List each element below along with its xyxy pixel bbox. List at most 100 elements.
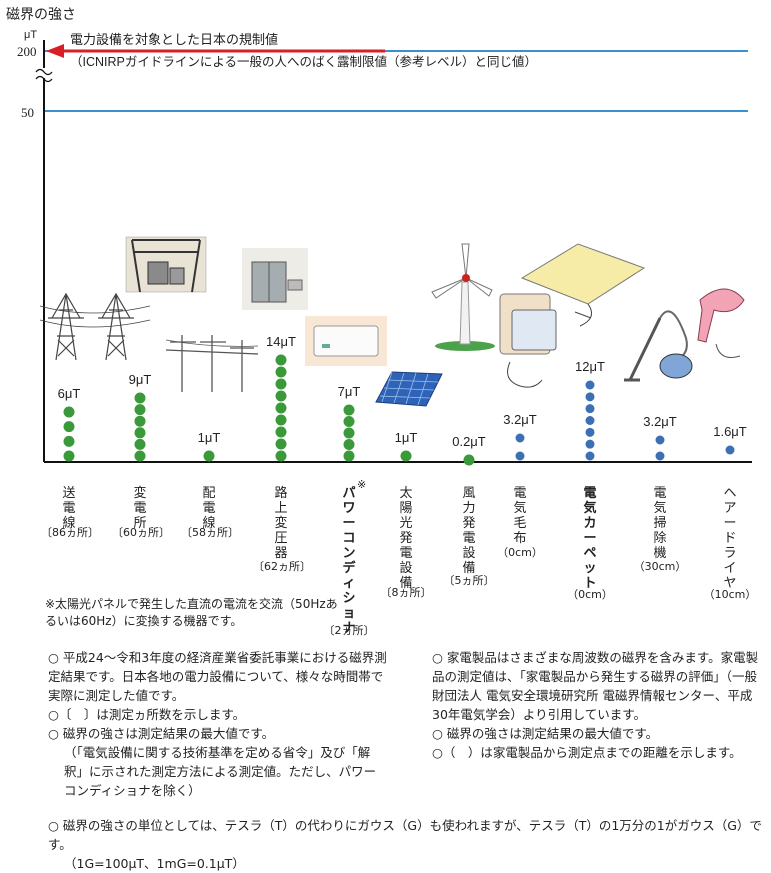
note-left-1: ○ 平成24～令和3年度の経済産業省委託事業における磁界測定結果です。日本各地の… <box>48 650 387 703</box>
data-point <box>134 427 146 439</box>
data-label: 7μT <box>338 384 361 399</box>
substation-illustration <box>125 236 207 293</box>
data-point <box>275 354 287 366</box>
y-axis-unit: μT <box>24 29 37 41</box>
data-point <box>134 392 146 404</box>
data-point <box>585 451 595 461</box>
data-point <box>63 435 75 447</box>
data-point <box>515 433 525 443</box>
category-label: 電気カーペット <box>583 486 597 591</box>
data-point <box>655 435 665 445</box>
data-point <box>515 451 525 461</box>
unit-note: ○ 磁界の強さの単位としては、テスラ（T）の代わりにガウス（G）も使われますが、… <box>48 816 763 873</box>
y-axis-title: 磁界の強さ <box>6 6 76 22</box>
category-label: 路上変圧器 <box>274 486 288 561</box>
data-point <box>463 454 475 466</box>
category-count: 〔62ヵ所〕 <box>253 560 311 573</box>
y-tick-200: 200 <box>17 44 37 59</box>
category-count: 〔60ヵ所〕 <box>112 526 170 539</box>
data-point <box>63 450 75 462</box>
note-left-2: ○〔 〕は測定ヵ所数を示します。 <box>48 707 246 722</box>
data-label: 0.2μT <box>452 434 486 449</box>
data-point <box>63 406 75 418</box>
reference-sublabel: （ICNIRPガイドラインによる一般の人へのばく露制限値（参考レベル）と同じ値） <box>70 54 537 69</box>
power-conditioner-illustration <box>305 316 387 366</box>
data-point <box>655 451 665 461</box>
data-point <box>585 404 595 414</box>
chart: 磁界の強さ μT 200 50 電力設備を対象とした日本の規制値 （ICNIRP… <box>6 6 752 466</box>
data-point <box>275 378 287 390</box>
data-point <box>134 438 146 450</box>
notes-left: ○ 平成24～令和3年度の経済産業省委託事業における磁界測定結果です。日本各地の… <box>48 648 388 800</box>
data-point <box>585 439 595 449</box>
data-point <box>725 445 735 455</box>
road-transformer-illustration <box>242 248 308 310</box>
category-label: 風力発電設備 <box>462 486 476 576</box>
data-point <box>275 402 287 414</box>
category-mark: ※ <box>357 478 367 491</box>
transmission-tower-illustration <box>39 292 151 361</box>
data-point <box>275 390 287 402</box>
reference-label: 電力設備を対象とした日本の規制値 <box>70 32 278 47</box>
category-count: 〔5ヵ所〕 <box>443 574 495 587</box>
data-point <box>203 450 215 462</box>
category-label: 太陽光発電設備 <box>399 486 413 591</box>
category-count: （30cm） <box>633 560 687 573</box>
data-point <box>275 450 287 462</box>
data-label: 3.2μT <box>503 412 537 427</box>
note-right-1: ○ 家電製品はさまざまな周波数の磁界を含みます。家電製品の測定値は、「家電製品か… <box>432 650 759 722</box>
data-point <box>585 416 595 425</box>
data-point <box>275 414 287 426</box>
electric-blanket-illustration <box>499 293 557 388</box>
category-count: 〔2ヵ所〕 <box>323 624 375 637</box>
axis-break-mark <box>35 68 53 83</box>
data-point <box>585 392 595 402</box>
data-label: 1μT <box>198 430 221 445</box>
note-right-3: ○（ ）は家電製品から測定点までの距離を示します。 <box>432 745 742 760</box>
solar-panel-illustration <box>375 371 443 407</box>
category-count: （10cm） <box>703 588 757 601</box>
data-label: 12μT <box>575 359 605 374</box>
wind-turbine-illustration <box>431 243 495 351</box>
data-point <box>343 439 355 450</box>
category-label: 電気毛布 <box>513 486 527 546</box>
hairdryer-illustration <box>697 288 745 358</box>
notes-right: ○ 家電製品はさまざまな周波数の磁界を含みます。家電製品の測定値は、「家電製品か… <box>432 648 764 762</box>
data-label: 6μT <box>58 386 81 401</box>
data-label: 1.6μT <box>713 424 747 439</box>
data-point <box>134 450 146 462</box>
category-count: 〔58ヵ所〕 <box>181 526 239 539</box>
reference-arrow-head <box>46 44 64 58</box>
category-count: 〔8ヵ所〕 <box>380 586 432 599</box>
data-point <box>585 427 595 437</box>
note-left-3: ○ 磁界の強さは測定結果の最大値です。 <box>48 726 275 741</box>
unit-note-line1: ○ 磁界の強さの単位としては、テスラ（T）の代わりにガウス（G）も使われますが、… <box>48 818 762 852</box>
electric-carpet-illustration <box>520 243 646 327</box>
category-label: パワーコンディショナ <box>342 486 356 636</box>
category-label: ヘアードライヤ <box>723 486 737 591</box>
data-point <box>343 450 355 462</box>
note-left-4: （「電気設備に関する技術基準を定める省令」及び「解釈」に示された測定方法による測… <box>64 745 377 798</box>
data-label: 3.2μT <box>643 414 677 429</box>
data-point <box>400 450 412 462</box>
category-label: 変電所 <box>133 486 147 531</box>
y-tick-50: 50 <box>21 105 34 120</box>
data-point <box>343 427 355 439</box>
data-point <box>343 416 355 427</box>
category-count: （0cm） <box>567 588 613 601</box>
unit-note-line2: （1G=100μT、1mG=0.1μT） <box>64 856 245 871</box>
pcs-footnote: ※太陽光パネルで発生した直流の電流を交流（50Hzあるいは60Hz）に変換する機… <box>45 597 338 628</box>
data-point <box>134 415 146 427</box>
data-label: 14μT <box>266 334 296 349</box>
data-point <box>343 404 355 416</box>
data-label: 9μT <box>129 372 152 387</box>
distribution-pole-illustration <box>165 335 259 392</box>
data-point <box>63 421 75 433</box>
category-count: 〔86ヵ所〕 <box>41 526 99 539</box>
data-label: 1μT <box>395 430 418 445</box>
category-count: （0cm） <box>497 546 543 559</box>
data-point <box>134 404 146 416</box>
data-point <box>585 380 595 390</box>
note-right-2: ○ 磁界の強さは測定結果の最大値です。 <box>432 726 659 741</box>
category-label: 配電線 <box>202 486 216 531</box>
